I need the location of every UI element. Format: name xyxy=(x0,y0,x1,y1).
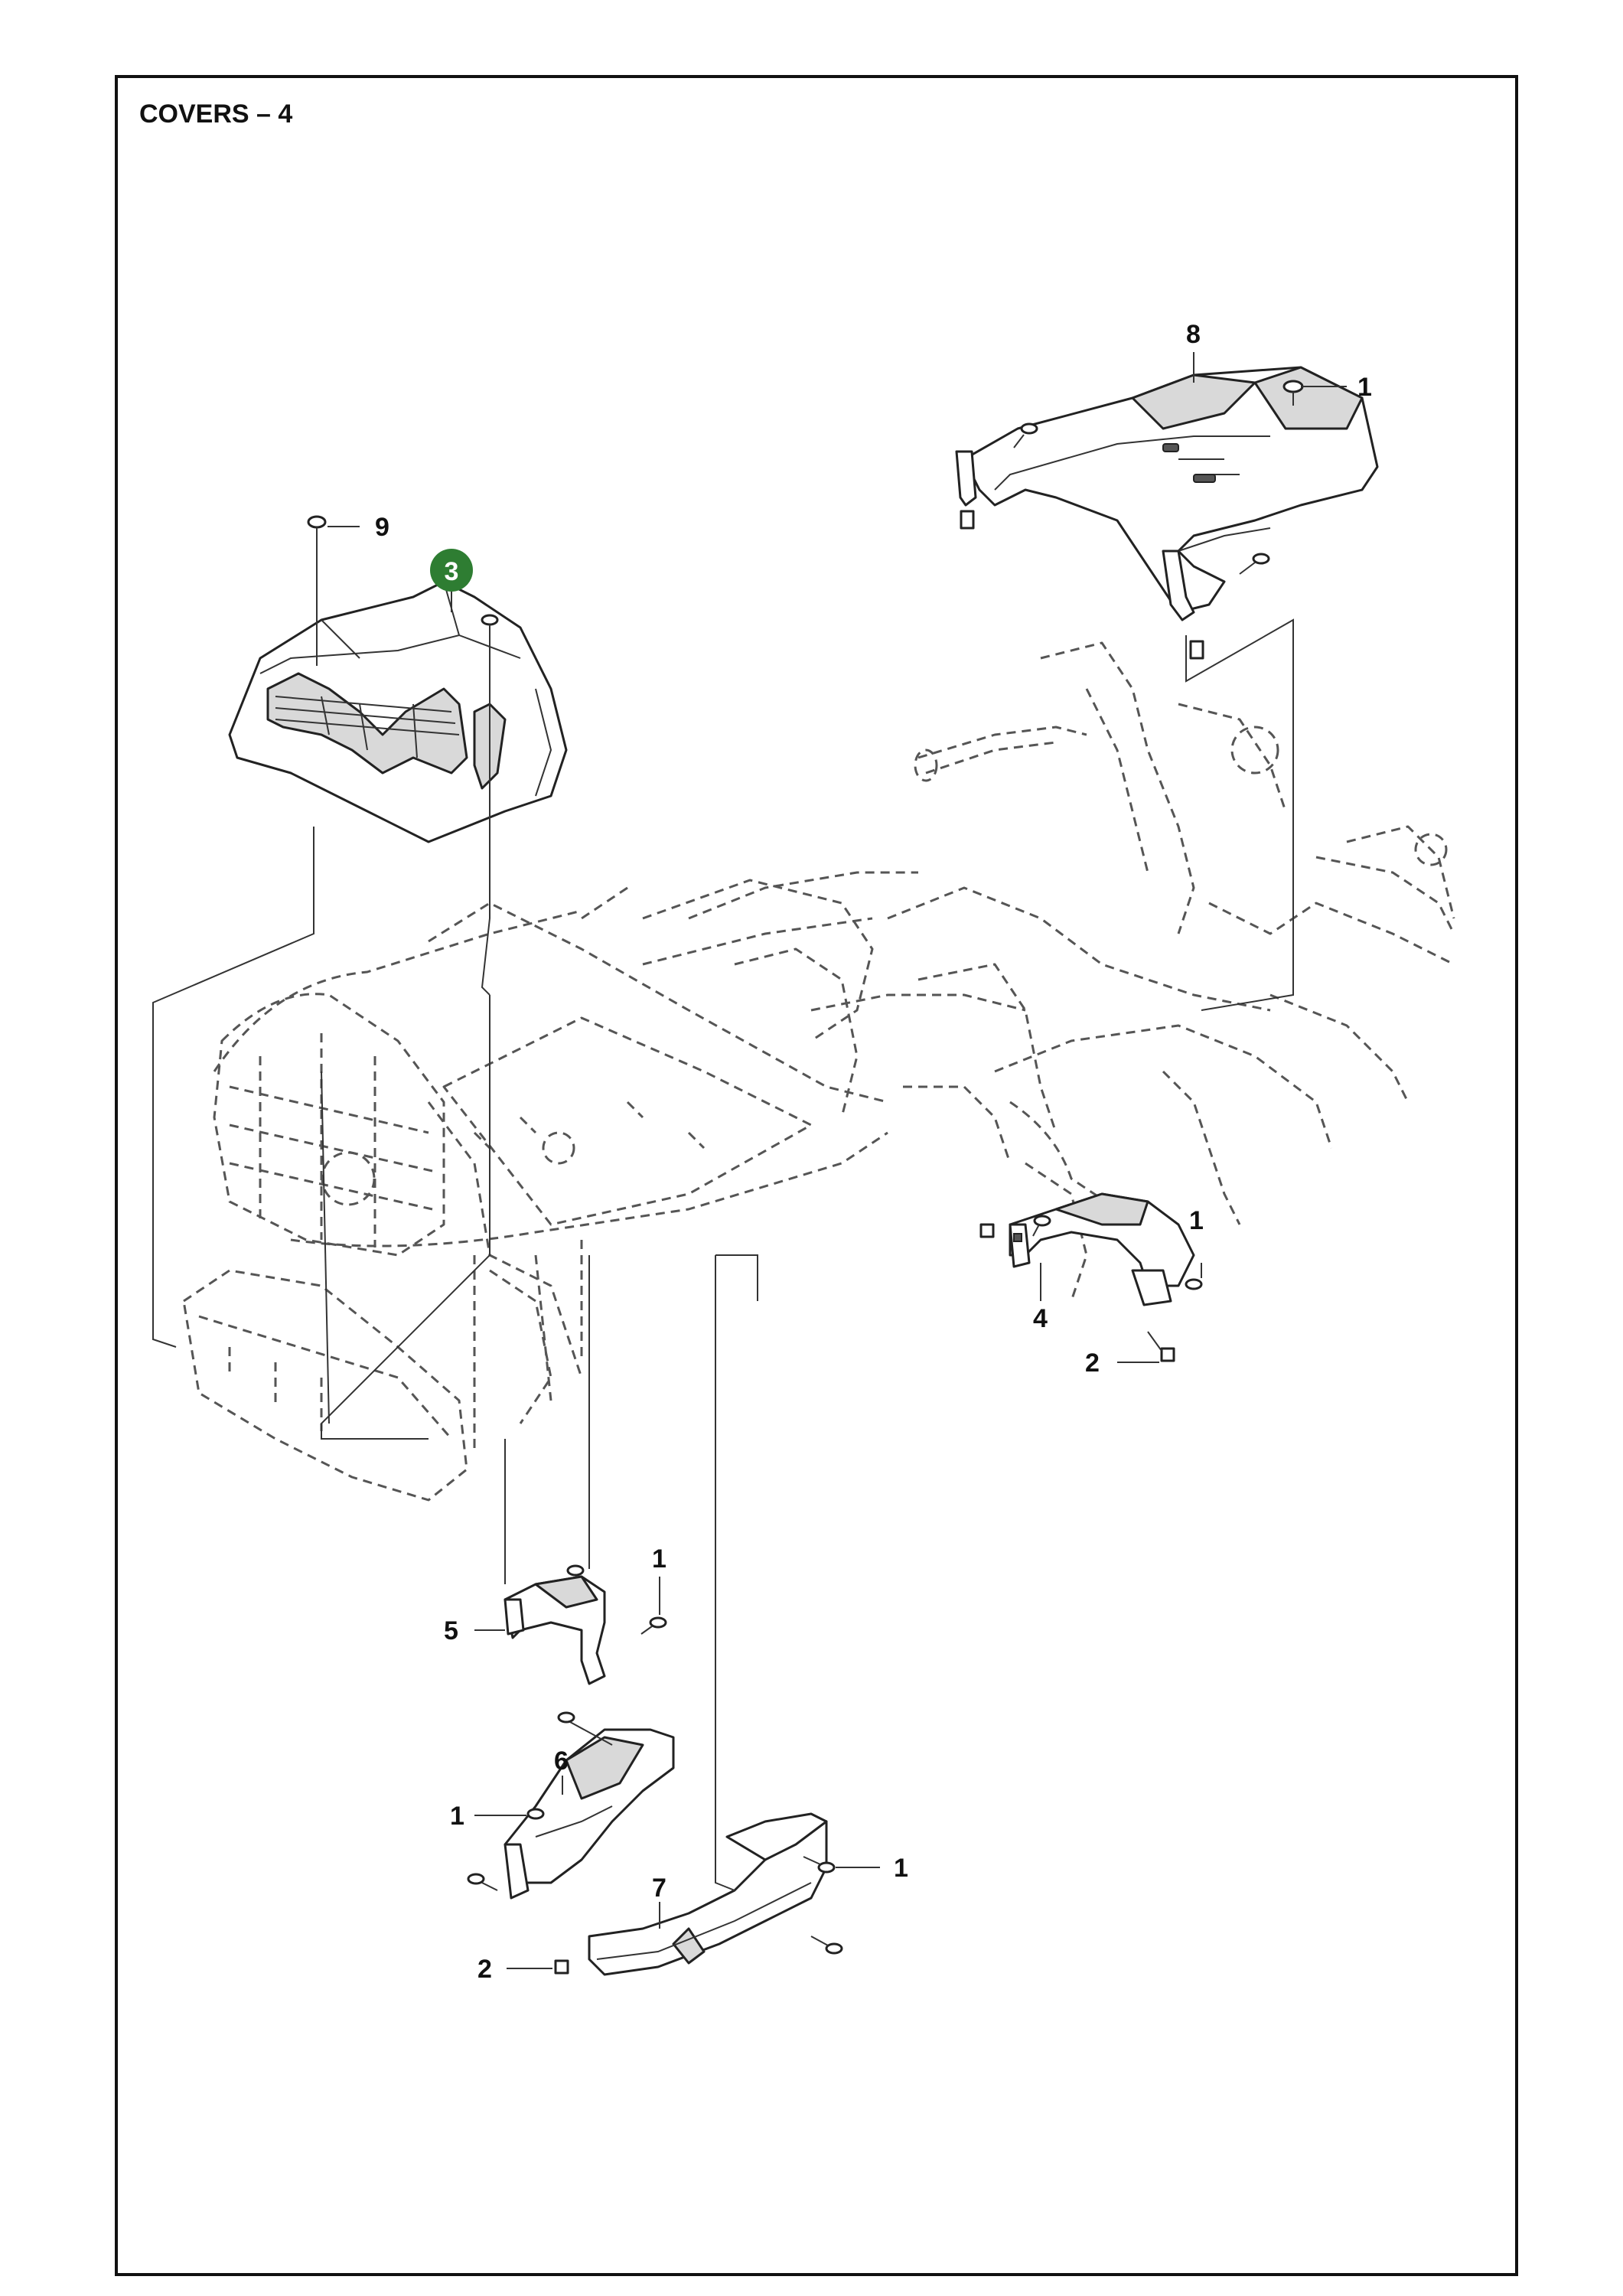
callout-8: 8 xyxy=(1186,320,1201,349)
screw-icon xyxy=(1032,1215,1051,1237)
part-7-long-guard[interactable] xyxy=(588,1812,828,1976)
part-3-engine-hood-cover[interactable] xyxy=(228,580,568,843)
page-title: COVERS – 4 xyxy=(139,99,292,129)
callout-1-right: 1 xyxy=(1189,1206,1204,1235)
screw-icon xyxy=(1239,553,1270,575)
highlighted-callout-3[interactable]: 3 xyxy=(430,549,473,592)
screw-icon xyxy=(1013,422,1038,448)
callout-1-top: 1 xyxy=(1357,373,1372,402)
callout-1-left: 1 xyxy=(450,1802,464,1831)
callout-2-left: 2 xyxy=(477,1955,492,1984)
part-8-rear-top-cover[interactable] xyxy=(955,366,1379,660)
clip-icon xyxy=(979,1223,995,1238)
screw-icon xyxy=(640,1616,667,1635)
part-6-deck-guard[interactable] xyxy=(504,1728,675,1900)
part-2-clip-nut-left[interactable] xyxy=(554,1959,569,1975)
screw-icon xyxy=(1185,1278,1203,1290)
callout-7: 7 xyxy=(652,1874,666,1903)
page-border xyxy=(115,75,1518,2276)
screw-icon xyxy=(810,1936,843,1955)
part-4-belt-guard[interactable] xyxy=(1009,1192,1195,1306)
callout-4: 4 xyxy=(1033,1304,1048,1333)
callout-3-label: 3 xyxy=(445,557,459,586)
callout-2-right: 2 xyxy=(1085,1349,1100,1378)
callout-5: 5 xyxy=(444,1616,458,1645)
screw-icon xyxy=(566,1564,585,1577)
screw-icon xyxy=(467,1873,498,1891)
part-5-lower-guard[interactable] xyxy=(504,1575,606,1685)
screw-icon xyxy=(557,1711,613,1746)
screw-icon xyxy=(481,614,499,635)
screw-icon xyxy=(526,1808,545,1820)
screw-icon xyxy=(803,1856,836,1874)
callout-6: 6 xyxy=(554,1746,569,1776)
callout-1-lower: 1 xyxy=(894,1854,908,1883)
callout-1-mid: 1 xyxy=(652,1544,666,1574)
part-9-screw[interactable] xyxy=(307,515,327,540)
part-2-clip-nut[interactable] xyxy=(1147,1331,1175,1362)
callout-9: 9 xyxy=(375,513,389,542)
